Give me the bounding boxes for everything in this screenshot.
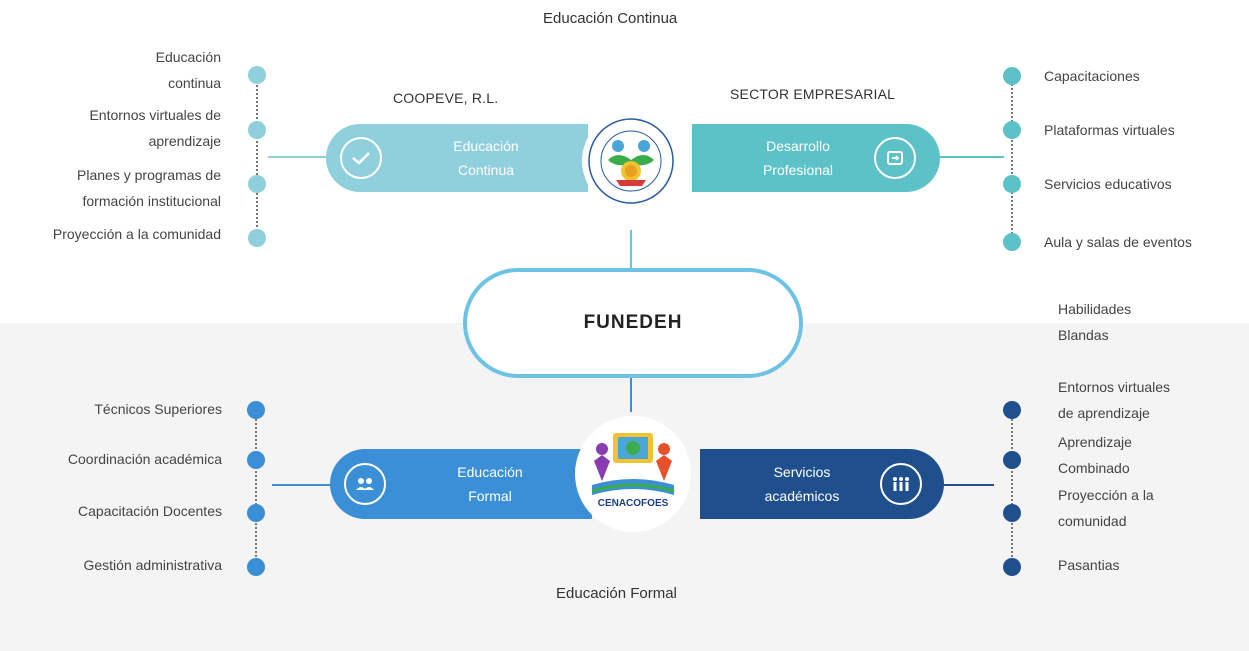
bullet-dot bbox=[247, 558, 265, 576]
list-item: Capacitación Docentes bbox=[78, 503, 222, 519]
cenacofoes-logo: CENACOFOES bbox=[575, 416, 691, 532]
list-item: Planes y programas de formación instituc… bbox=[77, 167, 221, 209]
list-item: Educación continua bbox=[155, 49, 221, 91]
list-item: Servicios educativos bbox=[1044, 176, 1172, 192]
list-item: Pasantias bbox=[1058, 557, 1120, 573]
list-item: Proyección a la comunidad bbox=[1058, 487, 1154, 529]
node-educacion-formal: Educación Formal bbox=[330, 449, 592, 519]
connector-line bbox=[630, 376, 632, 412]
connector-line bbox=[268, 156, 338, 158]
people-group-icon bbox=[880, 463, 922, 505]
list-item: Aprendizaje Combinado bbox=[1058, 434, 1132, 476]
bullet-dot bbox=[1003, 558, 1021, 576]
bullet-dot bbox=[1003, 233, 1021, 251]
bullet-dot bbox=[247, 401, 265, 419]
list-item: Capacitaciones bbox=[1044, 68, 1140, 84]
node-desarrollo-profesional: Desarrollo Profesional bbox=[692, 124, 940, 192]
bullet-dot bbox=[1003, 451, 1021, 469]
funedeh-logo-graphic bbox=[588, 118, 674, 204]
bullet-dot bbox=[1003, 401, 1021, 419]
org-label-left: COOPEVE, R.L. bbox=[393, 90, 499, 106]
list-item: Habilidades Blandas bbox=[1058, 301, 1132, 343]
login-icon bbox=[874, 137, 916, 179]
section-title-bottom: Educación Formal bbox=[556, 585, 677, 602]
cenacofoes-wordmark: CENACOFOES bbox=[597, 498, 669, 509]
bullet-dot bbox=[248, 66, 266, 84]
bullet-dot bbox=[1003, 175, 1021, 193]
dotted-connector bbox=[1011, 76, 1013, 242]
bullet-dot bbox=[248, 175, 266, 193]
list-item: Coordinación académica bbox=[67, 451, 222, 467]
node-servicios-academicos: Servicios académicos bbox=[700, 449, 944, 519]
bullet-dot bbox=[247, 504, 265, 522]
list-item: Entornos virtuales de aprendizaje bbox=[1058, 379, 1171, 421]
connector-line bbox=[272, 484, 338, 486]
dotted-connector bbox=[255, 412, 257, 568]
connector-line bbox=[630, 230, 632, 270]
list-item: Entornos virtuales de aprendizaje bbox=[89, 107, 221, 149]
cenacofoes-logo-graphic bbox=[591, 433, 675, 495]
bullet-dot bbox=[248, 229, 266, 247]
dotted-connector bbox=[1011, 412, 1013, 568]
users-icon bbox=[344, 463, 386, 505]
list-item: Aula y salas de eventos bbox=[1044, 234, 1192, 250]
bullet-dot bbox=[247, 451, 265, 469]
org-label-right: SECTOR EMPRESARIAL bbox=[730, 86, 896, 102]
section-title-top: Educación Continua bbox=[543, 10, 678, 27]
connector-line bbox=[940, 156, 1004, 158]
funedeh-logo bbox=[582, 112, 680, 210]
check-icon bbox=[340, 137, 382, 179]
list-item: Proyección a la comunidad bbox=[52, 226, 221, 242]
bullet-dot bbox=[1003, 504, 1021, 522]
bullet-dot bbox=[1003, 121, 1021, 139]
funedeh-center-node: FUNEDEH bbox=[463, 268, 803, 378]
list-item: Plataformas virtuales bbox=[1044, 122, 1175, 138]
connector-line bbox=[944, 484, 994, 486]
node-educacion-continua: Educación Continua bbox=[326, 124, 588, 192]
list-item: Técnicos Superiores bbox=[94, 401, 222, 417]
dotted-connector bbox=[256, 74, 258, 238]
bullet-dot bbox=[1003, 67, 1021, 85]
list-item: Gestión administrativa bbox=[83, 557, 222, 573]
bullet-dot bbox=[248, 121, 266, 139]
